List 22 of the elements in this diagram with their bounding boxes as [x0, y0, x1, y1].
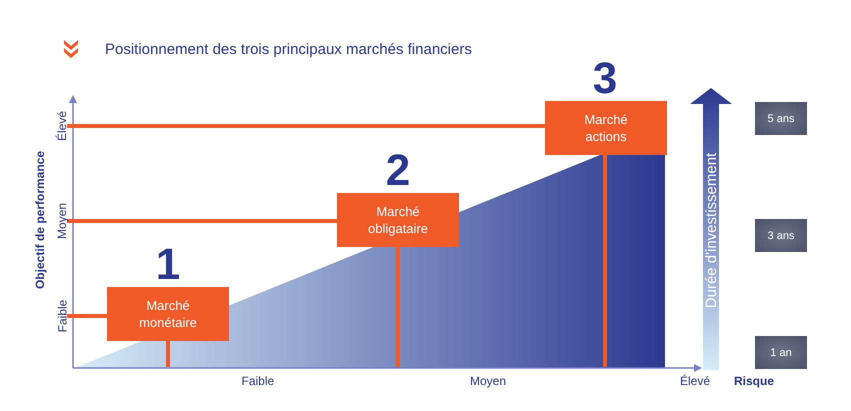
market-number: 3	[592, 59, 618, 99]
axis-tick-label: Élevé	[55, 110, 70, 142]
axis-tick-label: Élevé	[680, 374, 710, 388]
duration-box: 3 ans	[755, 219, 807, 252]
market-box: Marché monétaire	[107, 287, 229, 341]
level-line	[67, 219, 337, 223]
duration-box: 5 ans	[755, 102, 807, 135]
chart-title: Positionnement des trois principaux marchés financiers	[105, 41, 472, 58]
axis-tick-label: Faible	[242, 374, 274, 388]
arrow-label: Durée d'investissement	[702, 152, 720, 308]
market-box: Marché obligataire	[337, 193, 459, 247]
market-number: 2	[384, 151, 412, 191]
axis-tick-label: Moyen	[55, 202, 70, 240]
level-line	[67, 124, 545, 128]
axis-title: Objectif de performance	[33, 150, 48, 290]
axis-tick-label: Moyen	[470, 374, 506, 388]
duration-box: 1 an	[755, 336, 807, 369]
level-line	[67, 314, 107, 318]
market-box: Marché actions	[545, 101, 667, 155]
axis-title: Risque	[734, 374, 774, 388]
market-number: 1	[154, 245, 182, 285]
axis-tick-label: Faible	[54, 300, 69, 332]
